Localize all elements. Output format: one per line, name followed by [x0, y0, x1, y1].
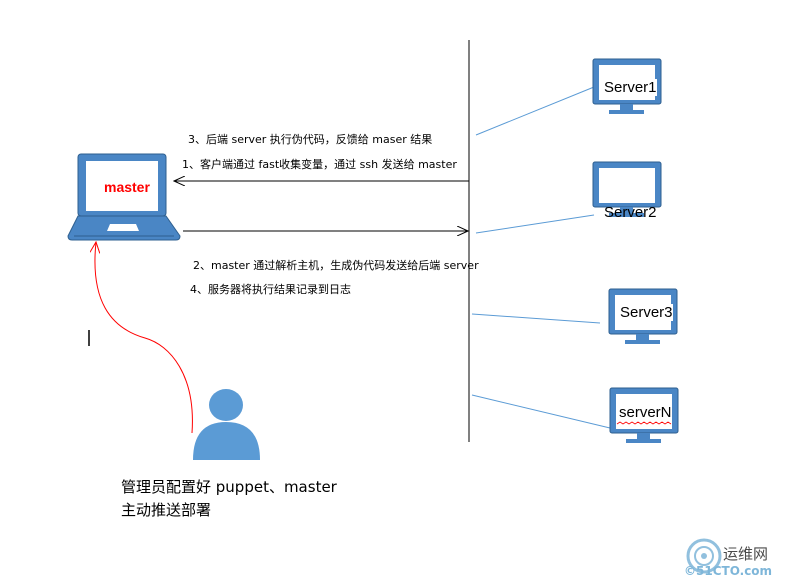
master-label: master — [104, 179, 150, 195]
watermark-site: ©51CTO.com — [684, 564, 773, 578]
link-server2 — [475, 214, 595, 234]
monitor-icon — [592, 161, 662, 217]
laptop-icon — [67, 153, 181, 241]
serverN-label: serverN — [619, 404, 672, 421]
watermark-logo-icon — [686, 538, 722, 574]
server3-label: Server3 — [620, 304, 673, 321]
admin-caption-line2: 主动推送部署 — [121, 501, 212, 519]
link-serverN — [471, 394, 611, 429]
step2-label: 2、master 通过解析主机，生成伪代码发送给后端 server — [193, 259, 479, 272]
server1-label: Server1 — [604, 79, 657, 96]
step3-label: 3、后端 server 执行伪代码，反馈给 maser 结果 — [188, 133, 433, 146]
link-server3 — [471, 313, 601, 324]
step4-label: 4、服务器将执行结果记录到日志 — [190, 283, 351, 296]
admin-caption-line1: 管理员配置好 puppet、master — [121, 478, 337, 496]
spellcheck-squiggle — [616, 421, 672, 425]
step1-label: 1、客户端通过 fast收集变量，通过 ssh 发送给 master — [182, 158, 457, 171]
person-icon — [193, 389, 260, 460]
admin-to-master-arrow — [95, 242, 193, 434]
server2-label: Server2 — [604, 204, 657, 221]
admin-caption: 管理员配置好 puppet、master 主动推送部署 — [121, 476, 337, 522]
link-server1 — [475, 86, 595, 136]
watermark-brand: 运维网 — [723, 545, 769, 563]
